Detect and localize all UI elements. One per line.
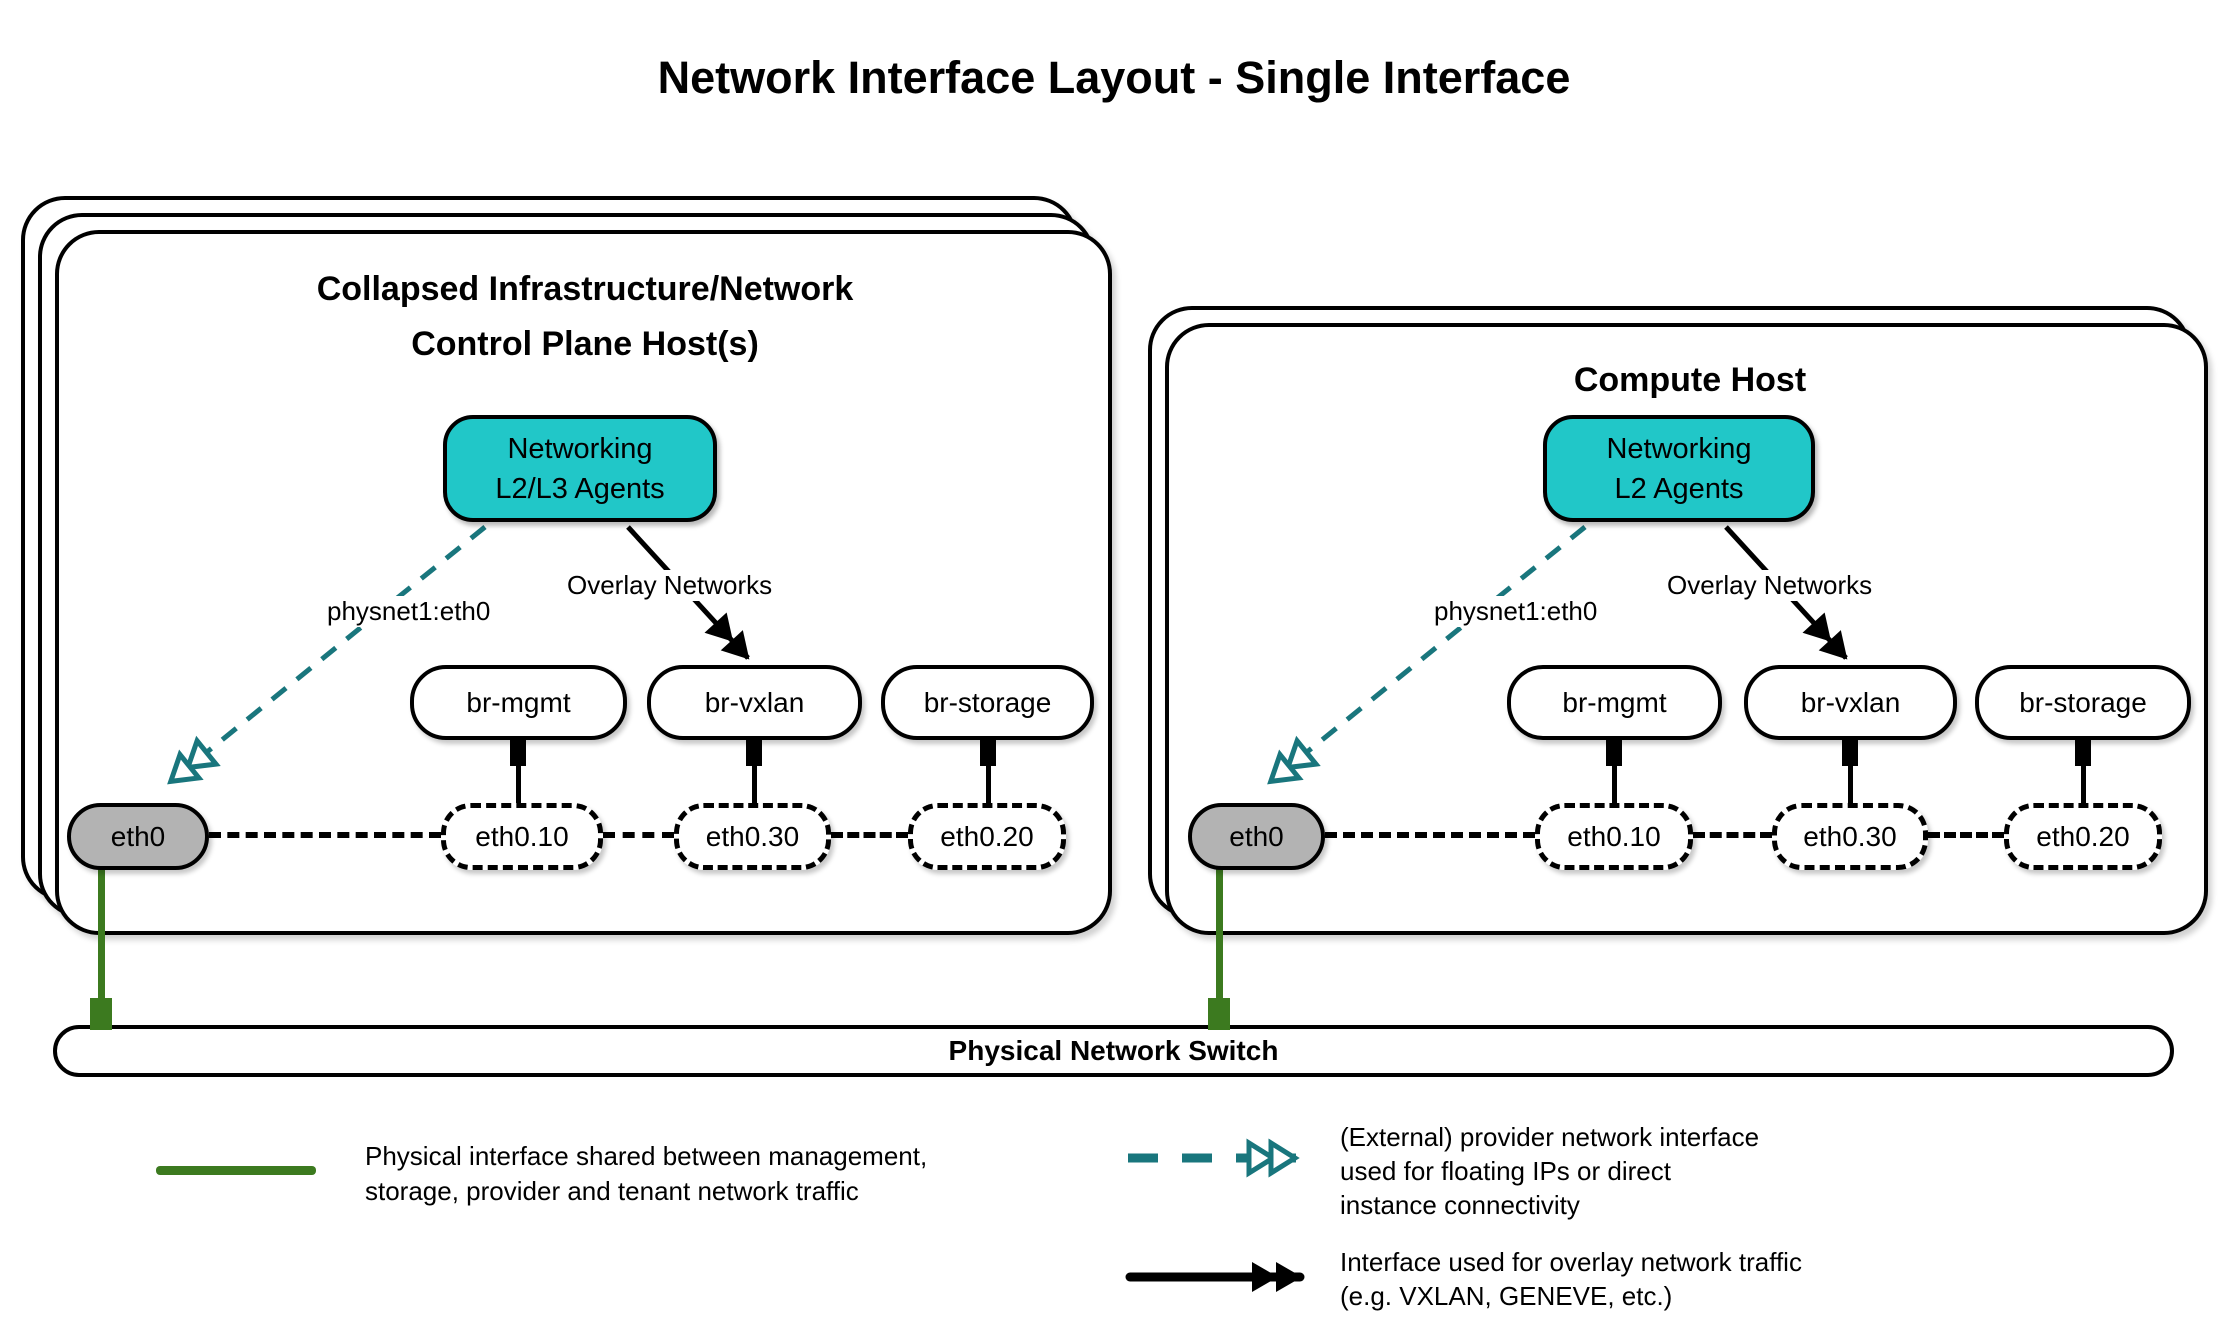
bridge-to-vlan-link: [752, 742, 757, 805]
port-connector: [2075, 740, 2091, 766]
port-connector: [1842, 740, 1858, 766]
compute-host-title: Compute Host: [1265, 353, 2115, 408]
agent-label-line: Networking: [507, 432, 653, 465]
vlan-chain-link: [831, 832, 908, 838]
bridge-to-vlan-link: [986, 742, 991, 805]
networking-l2-agents-node: Networking L2 Agents: [1543, 415, 1815, 522]
port-connector: [510, 740, 526, 766]
bridge-to-vlan-link: [1848, 742, 1853, 805]
legend-text-line: (External) provider network interface: [1340, 1122, 1760, 1152]
host-title-line: Control Plane Host(s): [411, 325, 759, 363]
switch-port-connector-green: [1208, 998, 1230, 1030]
page-title: Network Interface Layout - Single Interf…: [657, 52, 1571, 103]
bridge-to-vlan-link: [2081, 742, 2086, 805]
port-connector: [1606, 740, 1622, 766]
vlan-interface-node: eth0.20: [908, 803, 1066, 870]
vlan-interface-node: eth0.10: [1535, 803, 1693, 870]
vlan-interface-node: eth0.10: [441, 803, 603, 870]
host-title-line: Collapsed Infrastructure/Network: [316, 270, 854, 308]
vlan-interface-node: eth0.30: [674, 803, 831, 870]
provider-network-label: physnet1:eth0: [323, 596, 495, 627]
overlay-networks-label: Overlay Networks: [1663, 570, 1877, 601]
bridge-node-br-mgmt: br-mgmt: [1507, 665, 1722, 740]
legend-provider-text: (External) provider network interface us…: [1340, 1120, 1759, 1222]
physical-uplink-green: [1216, 868, 1223, 1025]
physical-network-switch-bar: Physical Network Switch: [53, 1025, 2174, 1077]
bridge-node-br-vxlan: br-vxlan: [1744, 665, 1957, 740]
bridge-node-br-vxlan: br-vxlan: [647, 665, 862, 740]
legend-text-line: used for floating IPs or direct: [1340, 1156, 1671, 1186]
bridge-node-br-storage: br-storage: [881, 665, 1094, 740]
vlan-chain-link: [603, 832, 674, 838]
switch-port-connector-green: [90, 998, 112, 1030]
bridge-to-vlan-link: [516, 742, 521, 805]
bridge-to-vlan-link: [1612, 742, 1617, 805]
overlay-networks-label: Overlay Networks: [563, 570, 777, 601]
legend-overlay-text: Interface used for overlay network traff…: [1340, 1245, 1802, 1313]
vlan-chain-link: [1693, 832, 1772, 838]
legend-physical-text: Physical interface shared between manage…: [365, 1139, 927, 1209]
agent-label-line: L2 Agents: [1614, 472, 1744, 505]
physical-interface-node-eth0: eth0: [1188, 803, 1325, 870]
bridge-node-br-storage: br-storage: [1975, 665, 2191, 740]
legend-text-line: (e.g. VXLAN, GENEVE, etc.): [1340, 1281, 1673, 1311]
host-title-line: Compute Host: [1573, 361, 1807, 399]
physical-interface-node-eth0: eth0: [67, 803, 209, 870]
switch-label: Physical Network Switch: [948, 1035, 1279, 1066]
networking-l2-l3-agents-node: Networking L2/L3 Agents: [443, 415, 717, 522]
provider-network-label: physnet1:eth0: [1430, 596, 1602, 627]
vlan-interface-node: eth0.20: [2004, 803, 2162, 870]
vlan-chain-link: [1325, 832, 1535, 838]
legend-text-line: Interface used for overlay network traff…: [1340, 1247, 1802, 1277]
bridge-node-br-mgmt: br-mgmt: [410, 665, 627, 740]
port-connector: [980, 740, 996, 766]
vlan-chain-link: [209, 832, 441, 838]
legend-text-line: storage, provider and tenant network tra…: [365, 1176, 859, 1206]
vlan-interface-node: eth0.30: [1772, 803, 1928, 870]
port-connector: [746, 740, 762, 766]
legend-text-line: instance connectivity: [1340, 1190, 1580, 1220]
agent-label-line: L2/L3 Agents: [495, 472, 665, 505]
legend-text-line: Physical interface shared between manage…: [365, 1141, 928, 1171]
physical-uplink-green: [98, 868, 105, 1025]
vlan-chain-link: [1928, 832, 2004, 838]
control-plane-host-title: Collapsed Infrastructure/Network Control…: [105, 262, 1065, 372]
agent-label-line: Networking: [1606, 432, 1752, 465]
legend-physical-line-swatch: [156, 1166, 316, 1175]
